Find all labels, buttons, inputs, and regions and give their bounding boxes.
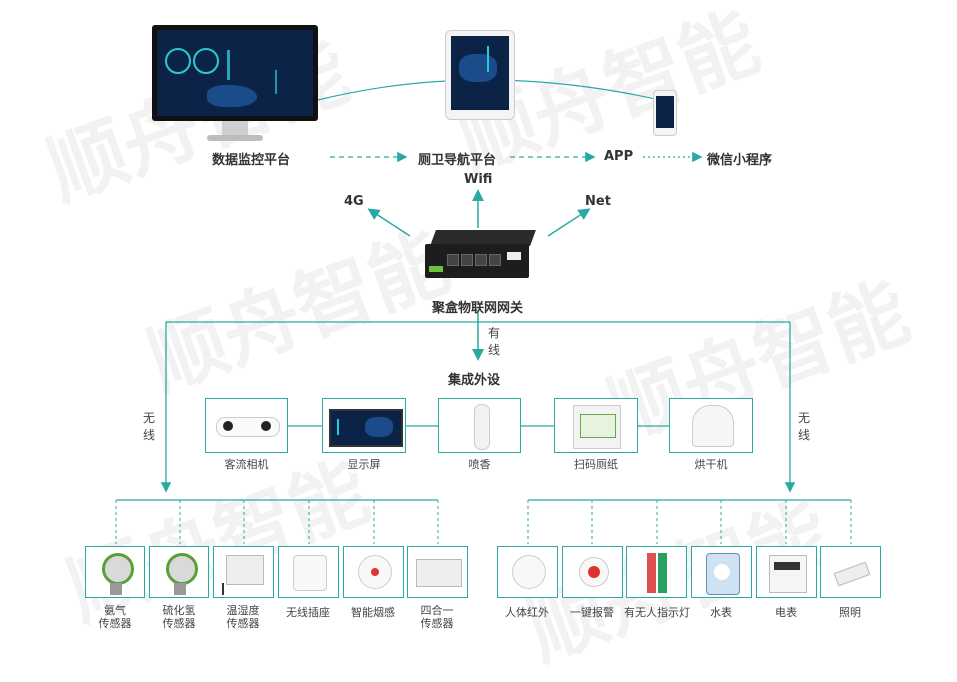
electric-meter-label: 电表 [775,606,797,619]
ammonia-sensor-box [85,546,145,598]
qr-tissue-box [554,398,638,453]
occupancy-light-label: 有无人指示灯 [624,606,690,619]
lighting-label: 照明 [839,606,861,619]
fragrance-box [438,398,521,453]
h2s-sensor-label: 硫化氢 传感器 [144,604,214,630]
label-4g: 4G [344,194,364,209]
temp-humidity-sensor-box [213,546,274,598]
smoke-detector-label: 智能烟感 [351,606,395,619]
pir-sensor-box [497,546,558,598]
water-meter-label: 水表 [710,606,732,619]
gateway-label: 聚盒物联网网关 [432,301,524,316]
integrated-peripherals-title: 集成外设 [448,373,501,388]
navigation-platform-label: 厕卫导航平台 [418,153,497,168]
pir-sensor-label: 人体红外 [505,606,549,619]
temp-humidity-sensor-label: 温湿度 传感器 [208,604,278,630]
fragrance-label: 喷香 [468,458,491,471]
four-in-one-sensor-label: 四合一 传感器 [402,604,472,630]
smoke-detector-box [343,546,404,598]
wireless-socket-box [278,546,339,598]
wired-label: 有 线 [488,325,500,359]
ammonia-line-1: 氨气 [104,604,126,617]
wechat-miniprogram-label: 微信小程序 [707,153,773,168]
label-net: Net [585,194,611,209]
wireless-socket-label: 无线插座 [286,606,330,619]
display-screen-label: 显示屏 [347,458,381,471]
lighting-box [820,546,881,598]
wireless-char-2: 线 [143,428,156,442]
wireless-label-left: 无 线 [143,410,155,444]
wireless-label-right: 无 线 [798,410,810,444]
ammonia-line-2: 传感器 [98,617,132,630]
monitor-screen [157,30,313,116]
four-in-one-sensor-box [407,546,468,598]
monitor-platform-label: 数据监控平台 [212,153,291,168]
h2s-line-2: 传感器 [162,617,196,630]
phone-device [653,90,677,136]
tablet-device [445,30,515,120]
sos-button-box [562,546,623,598]
water-meter-box [691,546,752,598]
wireless-char-2: 线 [798,428,811,442]
wireless-char-1: 无 [143,411,156,425]
app-label: APP [604,149,634,164]
label-wifi: Wifi [464,172,493,187]
hand-dryer-label: 烘干机 [694,458,728,471]
four-in-one-line-1: 四合一 [420,604,454,617]
qr-tissue-label: 扫码厕纸 [574,458,618,471]
temp-humidity-line-1: 温湿度 [226,604,260,617]
wireless-char-1: 无 [798,411,811,425]
electric-meter-box [756,546,817,598]
display-screen-box [322,398,406,453]
h2s-sensor-box [149,546,209,598]
ammonia-sensor-label: 氨气 传感器 [80,604,150,630]
h2s-line-1: 硫化氢 [162,604,196,617]
monitor-device [152,25,318,145]
passenger-camera-label: 客流相机 [224,458,269,471]
four-in-one-line-2: 传感器 [420,617,454,630]
occupancy-light-box [626,546,687,598]
passenger-camera-box [205,398,288,453]
sos-button-label: 一键报警 [570,606,614,619]
wired-char-1: 有 [488,326,501,340]
gateway-device [425,230,536,280]
temp-humidity-line-2: 传感器 [226,617,260,630]
connector-lines [115,79,852,544]
hand-dryer-box [669,398,753,453]
wired-char-2: 线 [488,343,501,357]
